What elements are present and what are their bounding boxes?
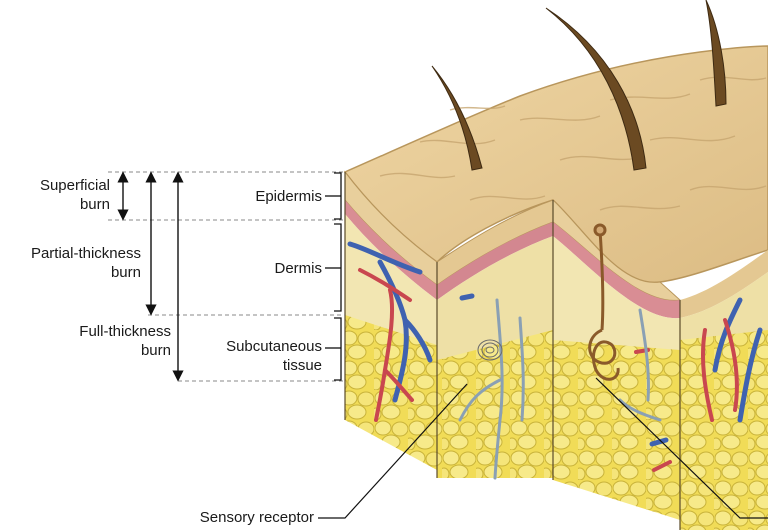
right-dermis-pink <box>553 222 680 319</box>
full-burn-line1: Full-thickness <box>79 323 171 340</box>
subcutaneous-line2: tissue <box>282 357 322 374</box>
left-dermis-pink <box>345 200 437 300</box>
superficial-burn-label: Superficial burn <box>2 176 110 214</box>
arteries <box>358 268 739 472</box>
subcutaneous-label: Subcutaneous tissue <box>180 337 322 375</box>
skin-surface <box>343 45 768 284</box>
callout-lines <box>318 377 768 519</box>
sensory-receptor-structure <box>477 339 503 361</box>
full-burn-label: Full-thickness burn <box>30 322 171 360</box>
left-fat-face <box>345 315 437 470</box>
sensory-receptor-label: Sensory receptor <box>199 509 314 526</box>
far-right-epidermis <box>680 250 768 318</box>
hairs <box>431 0 727 171</box>
partial-burn-label: Partial-thickness burn <box>0 244 141 282</box>
superficial-burn-line1: Superficial <box>39 177 110 194</box>
full-burn-line2: burn <box>140 342 171 359</box>
layer-brackets <box>325 172 342 381</box>
sweat-gland <box>588 223 620 381</box>
nerves <box>458 298 662 480</box>
dermis-label: Dermis <box>274 260 323 277</box>
mid-dermis-pink <box>437 222 553 300</box>
partial-burn-line2: burn <box>110 264 141 281</box>
subcutaneous-line1: Subcutaneous <box>226 338 322 355</box>
level-dashed-lines <box>108 171 345 382</box>
epidermis-label: Epidermis <box>255 188 322 205</box>
superficial-burn-line2: burn <box>79 196 110 213</box>
veins <box>347 241 763 447</box>
partial-burn-line1: Partial-thickness <box>30 245 141 262</box>
